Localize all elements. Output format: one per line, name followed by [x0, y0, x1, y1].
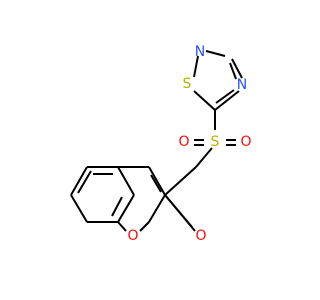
- double-bond-inner: [77, 170, 92, 194]
- ch2-to-sulfonyl-bond: [195, 147, 213, 168]
- bond: [70, 194, 88, 223]
- pyranone-ring: [117, 166, 166, 232]
- carbonyl-o-label: O: [195, 228, 206, 244]
- thiadiazole-ring: [193, 50, 243, 111]
- carbonyl: [164, 194, 196, 232]
- bond: [117, 194, 135, 223]
- bond: [117, 166, 135, 196]
- background: [0, 0, 300, 300]
- ch2-bond: [164, 166, 197, 196]
- bond: [231, 58, 243, 79]
- bond: [139, 221, 150, 232]
- bond: [215, 89, 235, 104]
- sulfonyl-o-right-label: O: [240, 134, 251, 150]
- sulfonyl-group: [194, 110, 236, 146]
- bond: [205, 50, 226, 57]
- bond: [148, 194, 166, 223]
- benzene-ring: [70, 166, 135, 223]
- molecule-structure: N S N S O O O O: [0, 0, 300, 300]
- sulfonyl-o-left-label: O: [178, 134, 189, 150]
- bond: [70, 166, 88, 196]
- double-bond-inner: [150, 174, 162, 193]
- bond: [229, 62, 237, 80]
- ring-o-label: O: [127, 228, 138, 244]
- thiadiazole-n-right-label: N: [237, 77, 247, 93]
- bond: [117, 221, 127, 232]
- bond: [148, 166, 166, 196]
- double-bond-inner: [111, 196, 123, 217]
- bond: [193, 90, 216, 111]
- thiadiazole-n-top-label: N: [195, 44, 205, 60]
- bond: [214, 90, 240, 111]
- thiadiazole-s-label: S: [183, 76, 192, 92]
- bond: [193, 55, 199, 78]
- bond: [164, 194, 193, 228]
- sulfonyl-s-label: S: [211, 134, 220, 150]
